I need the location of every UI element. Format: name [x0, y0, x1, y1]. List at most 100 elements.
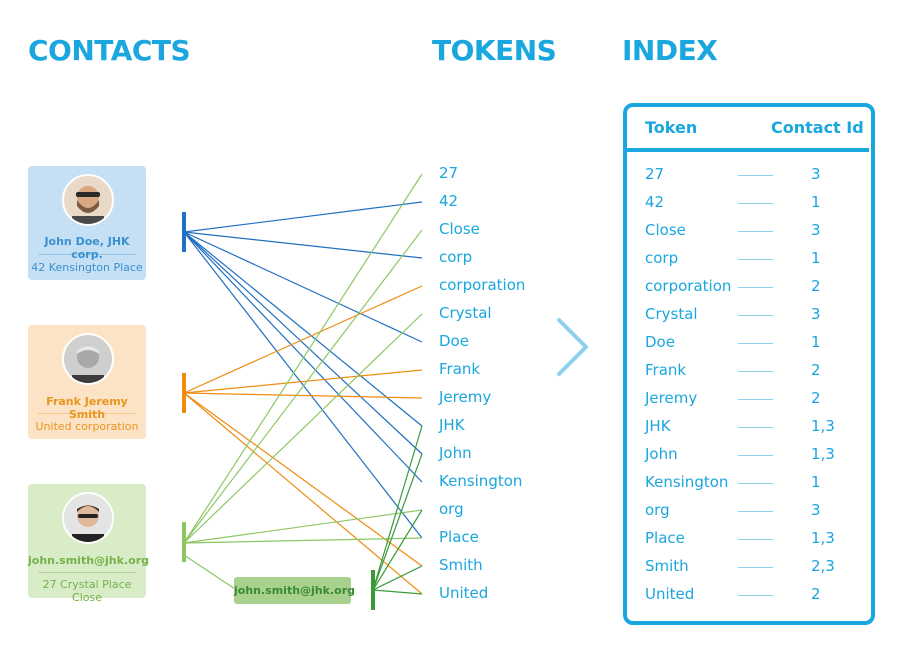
index-row-token: 27 [645, 165, 665, 183]
index-row-connector [738, 399, 773, 400]
index-row-token: Jeremy [645, 389, 698, 407]
chevron-right-icon [557, 318, 588, 376]
index-row-connector [738, 567, 773, 568]
index-row-token: Smith [645, 557, 689, 575]
token-item: Place [439, 528, 479, 546]
index-row-token: Crystal [645, 305, 698, 323]
index-table [623, 103, 875, 625]
token-item: Kensington [439, 472, 523, 490]
token-item: org [439, 500, 464, 518]
contact1-link [183, 201, 423, 233]
avatar [62, 333, 114, 385]
token-item: Jeremy [439, 388, 492, 406]
index-row-token: 42 [645, 193, 665, 211]
index-row-contact-id: 1 [811, 333, 821, 351]
index-row-contact-id: 2 [811, 389, 821, 407]
index-row-token: Place [645, 529, 685, 547]
index-row-contact-id: 3 [811, 501, 821, 519]
index-row-connector [738, 259, 773, 260]
token-item: 42 [439, 192, 459, 210]
index-row-connector [738, 371, 773, 372]
contact1-link [183, 231, 423, 427]
token-item: Crystal [439, 304, 492, 322]
index-row-contact-id: 1 [811, 193, 821, 211]
index-row-connector [738, 203, 773, 204]
contact3-email-link [183, 554, 239, 592]
token-item: Frank [439, 360, 481, 378]
contact2-link [183, 392, 423, 399]
index-row-connector [738, 539, 773, 540]
contact-card-john-doe: John Doe, JHK corp. 42 Kensington Place [28, 166, 146, 280]
index-row-connector [738, 427, 773, 428]
index-row-contact-id: 3 [811, 221, 821, 239]
token-item: United [439, 584, 489, 602]
contact-address: United corporation [35, 420, 139, 433]
index-row-token: Close [645, 221, 686, 239]
contact3-connector-bar [182, 522, 186, 562]
index-row-contact-id: 1,3 [811, 529, 835, 547]
token-item: 27 [439, 164, 459, 182]
index-row-contact-id: 1,3 [811, 445, 835, 463]
index-header-contact-id: Contact Id [771, 118, 864, 137]
index-header-token: Token [645, 118, 698, 137]
index-row-token: JHK [645, 417, 671, 435]
token-item: corp [439, 248, 473, 266]
index-row-contact-id: 1 [811, 473, 821, 491]
contact-name: John Doe, JHK corp. [44, 235, 130, 261]
contact-card-john-smith: john.smith@jhk.org 27 Crystal Place Clos… [28, 484, 149, 604]
contact2-link [183, 285, 423, 394]
token-item: Smith [439, 556, 483, 574]
contact1-connector-bar [182, 212, 186, 252]
index-row-contact-id: 2 [811, 277, 821, 295]
index-row-token: corp [645, 249, 679, 267]
token-item: Close [439, 220, 480, 238]
index-header-divider [626, 148, 869, 152]
index-row-connector [738, 343, 773, 344]
contact2-link [183, 392, 423, 595]
index-row-connector [738, 175, 773, 176]
token-item: JHK [439, 416, 465, 434]
index-row-connector [738, 231, 773, 232]
contacts-heading: CONTACTS [28, 34, 191, 67]
contact3-link [183, 509, 423, 544]
index-row-token: Kensington [645, 473, 729, 491]
contact2-connector-bar [182, 373, 186, 413]
index-row-contact-id: 2,3 [811, 557, 835, 575]
index-row-connector [738, 483, 773, 484]
email-link [372, 453, 423, 591]
contact2-link [183, 392, 423, 567]
contact-address: 27 Crystal Place Close [42, 578, 132, 604]
index-row-contact-id: 1,3 [811, 417, 835, 435]
tokens-heading: TOKENS [432, 34, 557, 67]
email-link [372, 565, 423, 591]
contact1-link [183, 231, 423, 539]
contact3-link [183, 229, 423, 544]
index-row-contact-id: 3 [811, 305, 821, 323]
contact1-link [183, 231, 423, 483]
email-link [372, 425, 423, 591]
contact-email: john.smith@jhk.org [28, 554, 149, 567]
contact3-link [183, 313, 423, 544]
email-connector-bar [371, 570, 375, 610]
contact-card-frank-jeremy-smith: Frank Jeremy Smith United corporation [28, 325, 146, 439]
token-item: Doe [439, 332, 469, 350]
index-row-token: Frank [645, 361, 687, 379]
index-row-contact-id: 1 [811, 249, 821, 267]
index-row-contact-id: 3 [811, 165, 821, 183]
contact-address: 42 Kensington Place [31, 261, 143, 274]
index-row-connector [738, 511, 773, 512]
contact1-link [183, 231, 423, 455]
email-link [372, 509, 423, 591]
index-row-connector [738, 287, 773, 288]
index-row-token: Doe [645, 333, 675, 351]
avatar [62, 492, 114, 544]
index-heading: INDEX [622, 34, 718, 67]
index-row-connector [738, 595, 773, 596]
index-row-token: org [645, 501, 670, 519]
email-token-pill: john.smith@jhk.org [234, 577, 355, 604]
contact2-link [183, 369, 423, 394]
token-item: corporation [439, 276, 526, 294]
index-row-connector [738, 315, 773, 316]
contact-name: Frank Jeremy Smith [46, 395, 128, 421]
